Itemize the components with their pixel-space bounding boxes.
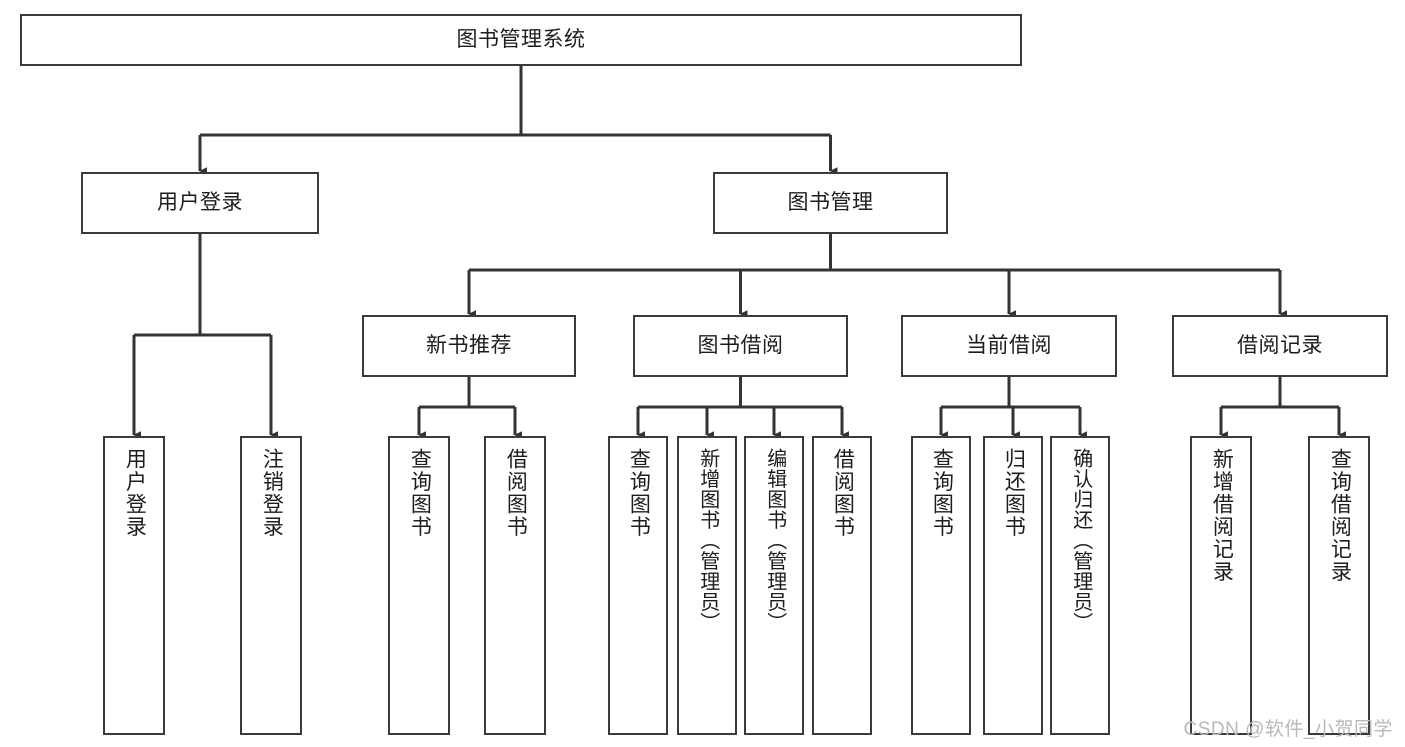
node-label-leaf-query-book-2: 查询图书 (627, 448, 651, 538)
node-borrow-record[interactable]: 借阅记录 (1172, 315, 1388, 377)
watermark: CSDN @软件_小贺同学 (1183, 719, 1393, 740)
node-label-current-borrow: 当前借阅 (966, 333, 1052, 357)
node-book-borrow[interactable]: 图书借阅 (633, 315, 848, 377)
node-root[interactable]: 图书管理系统 (20, 14, 1022, 66)
node-leaf-query-book-1[interactable]: 查询图书 (388, 436, 450, 735)
node-label-leaf-borrow-book-1: 借阅图书 (504, 448, 528, 538)
node-label-borrow-record: 借阅记录 (1237, 333, 1323, 357)
node-label-leaf-user-logout: 注销登录 (260, 448, 284, 538)
node-leaf-edit-book[interactable]: 编辑图书（管理员） (744, 436, 804, 735)
node-label-leaf-confirm-return: 确认归还（管理员） (1069, 448, 1092, 633)
node-leaf-add-book[interactable]: 新增图书（管理员） (677, 436, 737, 735)
node-leaf-user-login[interactable]: 用户登录 (103, 436, 165, 735)
node-label-new-book-rec: 新书推荐 (426, 333, 512, 357)
node-label-leaf-return-book: 归还图书 (1002, 448, 1026, 538)
node-label-leaf-add-record: 新增借阅记录 (1210, 448, 1234, 583)
node-label-leaf-add-book: 新增图书（管理员） (696, 448, 719, 633)
node-label-user-login: 用户登录 (157, 190, 243, 214)
node-leaf-user-logout[interactable]: 注销登录 (240, 436, 302, 735)
node-leaf-borrow-book-2[interactable]: 借阅图书 (812, 436, 872, 735)
node-current-borrow[interactable]: 当前借阅 (901, 315, 1117, 377)
node-leaf-add-record[interactable]: 新增借阅记录 (1190, 436, 1252, 735)
node-leaf-return-book[interactable]: 归还图书 (983, 436, 1043, 735)
node-book-manage[interactable]: 图书管理 (713, 172, 948, 234)
node-user-login[interactable]: 用户登录 (81, 172, 319, 234)
node-label-leaf-user-login: 用户登录 (123, 448, 147, 538)
node-label-root: 图书管理系统 (456, 27, 586, 51)
node-leaf-borrow-book-1[interactable]: 借阅图书 (484, 436, 546, 735)
node-label-leaf-edit-book: 编辑图书（管理员） (763, 448, 786, 633)
node-label-book-borrow: 图书借阅 (697, 333, 784, 357)
node-label-book-manage: 图书管理 (787, 190, 874, 214)
node-new-book-rec[interactable]: 新书推荐 (362, 315, 576, 377)
node-label-leaf-query-record: 查询借阅记录 (1328, 448, 1352, 583)
node-leaf-query-book-2[interactable]: 查询图书 (608, 436, 668, 735)
node-label-leaf-query-book-3: 查询图书 (930, 448, 954, 538)
node-leaf-confirm-return[interactable]: 确认归还（管理员） (1050, 436, 1110, 735)
node-leaf-query-book-3[interactable]: 查询图书 (911, 436, 971, 735)
edge-group (132, 66, 1346, 439)
node-label-leaf-borrow-book-2: 借阅图书 (831, 448, 855, 538)
node-leaf-query-record[interactable]: 查询借阅记录 (1308, 436, 1370, 735)
node-label-leaf-query-book-1: 查询图书 (408, 448, 432, 538)
